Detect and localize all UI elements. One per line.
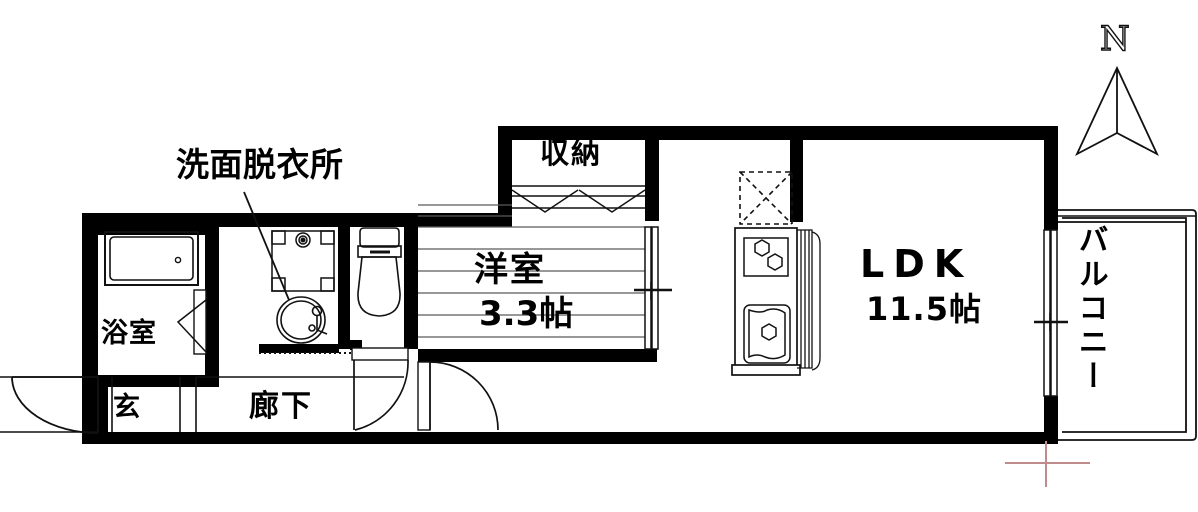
wash-basin (276, 296, 328, 344)
bathroom-door (176, 289, 207, 355)
label-washitsu: 洋室 (474, 250, 546, 290)
compass-north-label: N (1099, 19, 1131, 59)
kitchen-side-panel (797, 229, 821, 371)
bathroom-fixtures (104, 231, 199, 286)
compass-arrow (1075, 65, 1159, 157)
balcony-outline (1058, 209, 1197, 441)
toilet-fixture (357, 227, 402, 317)
label-bathroom: 浴室 (101, 318, 157, 349)
label-ldk-size: 11.5帖 (866, 290, 982, 328)
balcony-sliding-door (1034, 229, 1068, 397)
wall-structure (82, 126, 1058, 444)
kitchen-counter (731, 227, 801, 376)
registration-mark (1005, 441, 1090, 487)
toilet-door (351, 347, 409, 431)
kitchen-sink (743, 304, 791, 364)
label-washroom: 洗面脱衣所 (176, 145, 344, 184)
label-washitsu-size: 3.3帖 (479, 294, 574, 334)
closet-folding-door (511, 185, 646, 213)
label-ldk: LDK (860, 242, 973, 286)
label-closet: 収納 (540, 136, 603, 170)
label-balcony: バルコニー (1072, 224, 1108, 394)
refrigerator-space (739, 171, 793, 225)
room-entry-door (417, 361, 499, 431)
gas-stove (743, 237, 789, 277)
interior-sliding-door (634, 226, 672, 350)
entry-door (11, 376, 99, 434)
room-floor-hatching (418, 204, 645, 338)
washroom-leader-line (243, 191, 290, 301)
label-entrance: 玄 (113, 392, 141, 423)
label-corridor: 廊下 (249, 389, 313, 424)
